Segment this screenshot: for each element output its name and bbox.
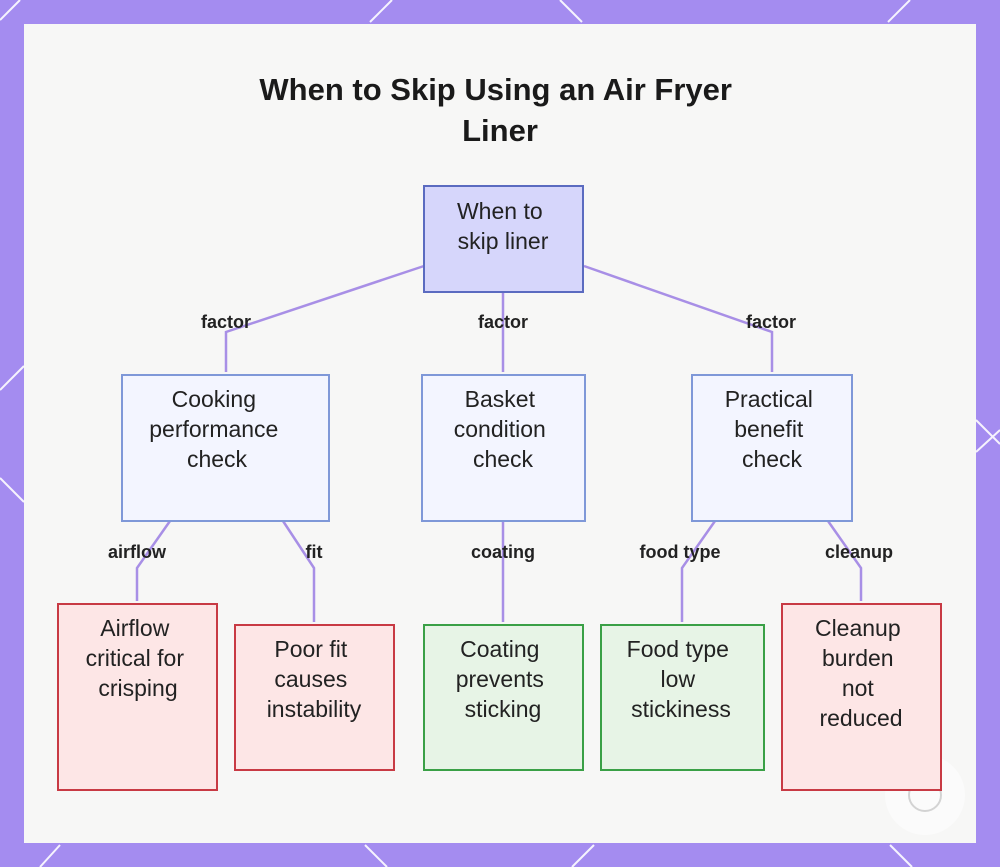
node-coating-line: sticking bbox=[465, 696, 542, 722]
edge-label-cleanup: cleanup bbox=[825, 542, 893, 562]
node-foodtype-line: Food type bbox=[627, 636, 729, 662]
node-cooking-line: Cooking bbox=[172, 386, 256, 412]
node-cooking-performance-check: Cooking performance check bbox=[121, 374, 330, 522]
node-root: When to skip liner bbox=[423, 185, 584, 293]
node-coating-prevents-sticking: Coating prevents sticking bbox=[423, 624, 584, 771]
node-airflow-line: crisping bbox=[98, 675, 177, 701]
edge-label-factor-right: factor bbox=[746, 312, 796, 332]
diagram-title: When to Skip Using an Air Fryer Liner bbox=[259, 72, 740, 148]
node-poorfit-line: instability bbox=[267, 696, 362, 722]
svg-text:Coating prevents s: Coating prevents sticking bbox=[456, 636, 551, 722]
node-cleanup-line: not bbox=[842, 675, 875, 701]
edge-label-fit: fit bbox=[306, 542, 323, 562]
node-basket-line: condition bbox=[454, 416, 546, 442]
node-coating-line: Coating bbox=[460, 636, 539, 662]
edge-label-airflow: airflow bbox=[108, 542, 167, 562]
edge-cooking-to-airflow bbox=[135, 520, 172, 601]
edge-labels: factor factor factor airflow fit coating… bbox=[108, 312, 893, 562]
edge-label-food-type: food type bbox=[640, 542, 721, 562]
edge-cooking-to-poorfit bbox=[281, 520, 316, 622]
node-poorfit-line: causes bbox=[274, 666, 347, 692]
node-poorfit-line: Poor fit bbox=[274, 636, 347, 662]
edge-root-to-cooking bbox=[224, 264, 425, 372]
node-airflow-line: Airflow bbox=[100, 615, 169, 641]
node-food-type-low-stickiness: Food type low stickiness bbox=[600, 624, 765, 771]
edge-root-to-practical bbox=[583, 264, 774, 372]
node-basket-line: Basket bbox=[465, 386, 536, 412]
node-foodtype-line: low bbox=[661, 666, 696, 692]
svg-text:Poor fit causes in: Poor fit causes instability bbox=[267, 636, 362, 722]
node-cleanup-line: reduced bbox=[819, 705, 902, 731]
node-cleanup-burden: Cleanup burden not reduced bbox=[781, 603, 942, 791]
svg-text:Basket condition c: Basket condition check bbox=[454, 386, 552, 472]
svg-text:Cleanup burden not: Cleanup burden not reduced bbox=[815, 615, 907, 731]
svg-text:Food type low stic: Food type low stickiness bbox=[627, 636, 736, 722]
node-practical-line: check bbox=[742, 446, 803, 472]
node-practical-line: benefit bbox=[734, 416, 804, 442]
node-airflow-line: critical for bbox=[86, 645, 185, 671]
node-basket-condition-check: Basket condition check bbox=[421, 374, 586, 522]
edge-label-factor-mid: factor bbox=[478, 312, 528, 332]
node-basket-line: check bbox=[473, 446, 534, 472]
title-line-2: Liner bbox=[462, 113, 538, 148]
edges bbox=[135, 264, 863, 622]
node-practical-benefit-check: Practical benefit check bbox=[691, 374, 853, 522]
svg-text:Airflow critical for: Airflow critical for crisping bbox=[86, 615, 191, 701]
node-foodtype-line: stickiness bbox=[631, 696, 731, 722]
node-airflow-critical: Airflow critical for crisping bbox=[57, 603, 218, 791]
node-poor-fit: Poor fit causes instability bbox=[234, 624, 395, 771]
node-practical-line: Practical bbox=[725, 386, 813, 412]
edge-label-coating: coating bbox=[471, 542, 535, 562]
node-cooking-line: check bbox=[187, 446, 248, 472]
node-cooking-line: performance bbox=[149, 416, 278, 442]
node-root-line: When to bbox=[457, 198, 543, 224]
edge-label-factor-left: factor bbox=[201, 312, 251, 332]
node-cleanup-line: burden bbox=[822, 645, 894, 671]
svg-text:When to skip liner: When to skip liner bbox=[457, 198, 549, 254]
title-line-1: When to Skip Using an Air Fryer bbox=[259, 72, 732, 107]
svg-text:Cooking performance: Cooking performance check bbox=[149, 386, 285, 472]
svg-text:Practical benefit: Practical benefit check bbox=[725, 386, 820, 472]
edge-practical-to-foodtype bbox=[680, 520, 717, 622]
node-cleanup-line: Cleanup bbox=[815, 615, 901, 641]
node-coating-line: prevents bbox=[456, 666, 544, 692]
edge-practical-to-cleanup bbox=[826, 520, 863, 601]
node-root-line: skip liner bbox=[458, 228, 549, 254]
